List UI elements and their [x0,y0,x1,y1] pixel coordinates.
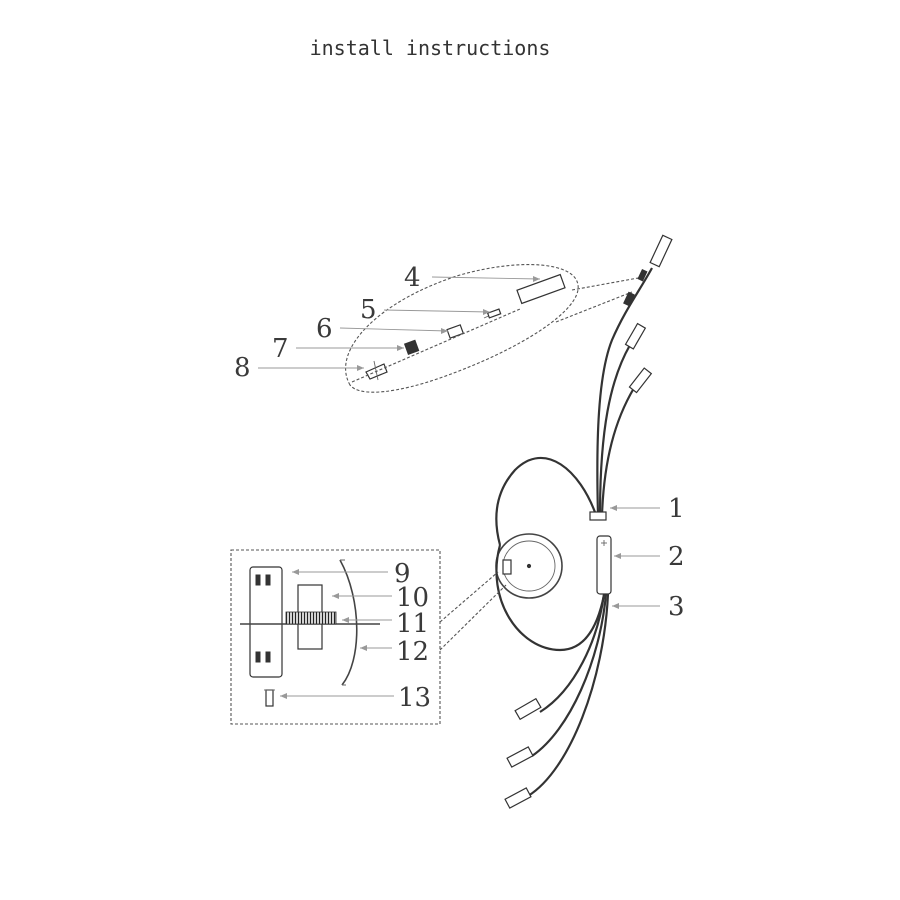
upper-plug-1 [624,322,647,350]
canopy [495,533,606,652]
sleeve-part [516,273,566,305]
callout-7: 7 [272,334,289,364]
lower-plug-2 [506,746,534,768]
callout-5: 5 [360,295,377,325]
callout-10: 10 [396,583,429,613]
callout-12: 12 [396,637,429,667]
callout-9: 9 [394,559,411,589]
callout-8: 8 [234,353,251,383]
callout-2: 2 [668,542,685,572]
cable-parts [351,273,566,383]
callout-numbers: 4 5 6 7 8 1 2 3 9 10 11 12 13 [234,263,685,713]
threaded-rod [285,611,337,625]
nut-part [403,339,420,355]
leaders-box [280,569,394,699]
fixture-wires-lower [504,593,610,809]
lower-plug-3 [504,787,532,809]
mounting-bar [596,535,612,595]
back-plate [249,566,283,678]
lower-plug-1 [514,697,542,721]
top-plug [649,234,673,268]
mount-detail-box [230,549,507,725]
callout-11: 11 [396,609,429,639]
upper-plug-2 [628,367,653,394]
screw [265,689,274,707]
leaders-top [258,276,541,371]
page-title: install instructions [309,36,551,60]
leaders-right [610,505,660,609]
canopy-clip [502,559,512,575]
callout-13: 13 [398,683,431,713]
pin-part [486,308,502,319]
callout-3: 3 [668,592,685,622]
bracket-1 [589,511,607,521]
connector-part [446,324,465,339]
callout-6: 6 [316,314,333,344]
callout-1: 1 [668,494,685,524]
cable-detail-ellipse [345,263,639,393]
fixture-wires-upper [495,234,673,546]
callout-4: 4 [404,263,421,293]
